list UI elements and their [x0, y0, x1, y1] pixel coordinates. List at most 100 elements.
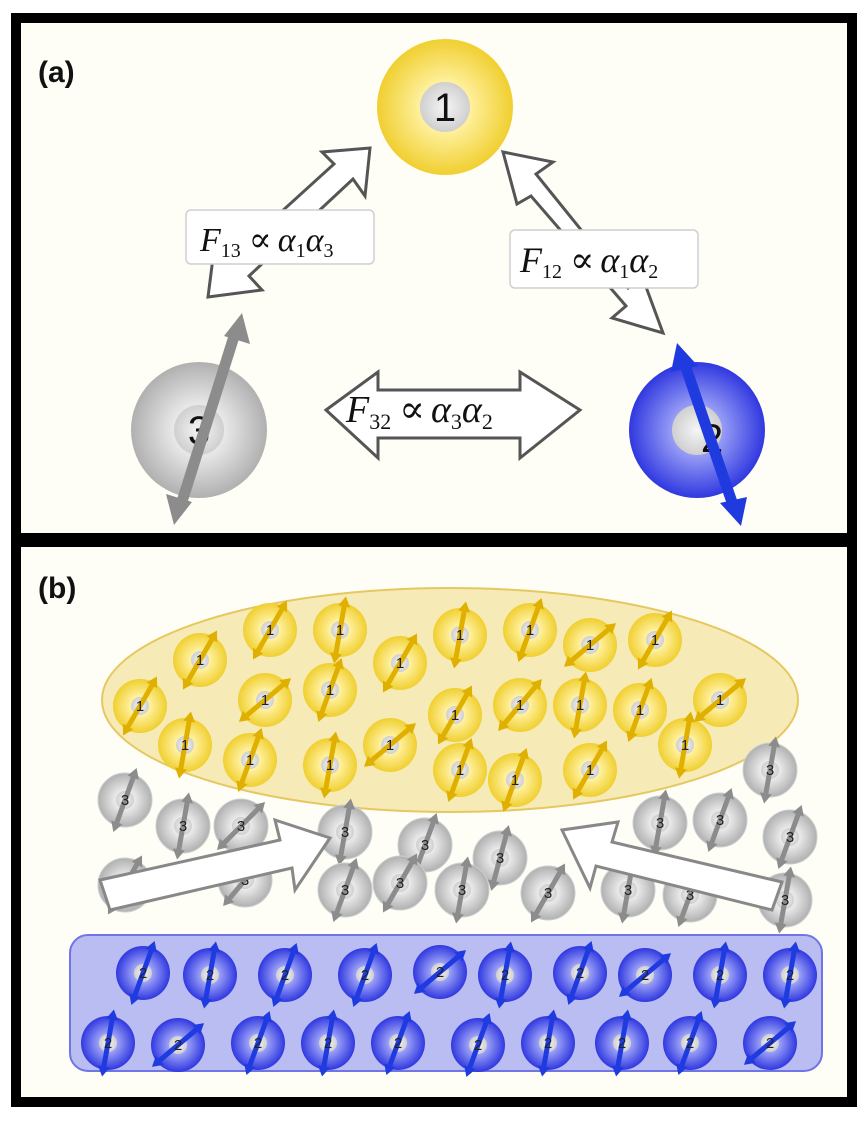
yellow-particle: 1 — [158, 711, 212, 779]
blue-particle: 2 — [595, 1009, 649, 1077]
yellow-particle: 1 — [363, 718, 417, 772]
f32-equation: F32∝α3α2 — [345, 389, 493, 434]
yellow-particle: 1 — [563, 618, 617, 672]
blue-particle-label: 2 — [641, 967, 649, 984]
yellow-particle-label: 1 — [386, 737, 394, 754]
gray-particle-label: 3 — [396, 875, 404, 892]
yellow-particle-label: 1 — [196, 652, 204, 669]
gray-particle-label: 3 — [716, 812, 724, 829]
gray-particle-label: 3 — [496, 850, 504, 867]
f13-label-box — [185, 209, 375, 265]
gray-particle-label: 3 — [458, 882, 466, 899]
yellow-particle: 1 — [493, 678, 547, 732]
blue-particle-label: 2 — [394, 1035, 402, 1052]
blue-particle-label: 2 — [324, 1035, 332, 1052]
gray-particle: 3 — [632, 789, 688, 857]
blue-particle-label: 2 — [786, 967, 794, 984]
blue-particle: 2 — [151, 1018, 205, 1072]
yellow-particle: 1 — [243, 600, 297, 660]
panel-b-label: (b) — [38, 572, 76, 605]
f12-label-box — [509, 229, 699, 289]
particle-3: 3 — [131, 313, 267, 525]
gray-particle-label: 3 — [766, 762, 774, 779]
gray-particle: 3 — [97, 768, 153, 832]
yellow-particle: 1 — [628, 610, 682, 670]
blue-particle-label: 2 — [716, 967, 724, 984]
blue-particle: 2 — [618, 948, 672, 1002]
gray-particle: 3 — [472, 825, 528, 891]
gray-particle-label: 3 — [421, 837, 429, 854]
yellow-particle-label: 1 — [326, 682, 334, 699]
yellow-particle-label: 1 — [396, 655, 404, 672]
blue-particle-label: 2 — [544, 1035, 552, 1052]
blue-particle: 2 — [743, 1016, 797, 1070]
double-arrow-f32 — [323, 369, 583, 462]
yellow-particle-label: 1 — [526, 622, 534, 639]
yellow-particle-label: 1 — [266, 622, 274, 639]
blue-particle: 2 — [478, 941, 532, 1009]
gray-particle: 3 — [692, 788, 748, 852]
inflow-arrow-left — [98, 817, 333, 912]
blue-particle-label: 2 — [766, 1035, 774, 1052]
yellow-particle: 1 — [303, 731, 357, 799]
yellow-particle-label: 1 — [456, 762, 464, 779]
yellow-particle-label: 1 — [636, 702, 644, 719]
blue-particle-label: 2 — [501, 967, 509, 984]
yellow-particle-label: 1 — [456, 627, 464, 644]
gray-particle-label: 3 — [341, 824, 349, 841]
yellow-particle: 1 — [563, 740, 617, 800]
blue-particle: 2 — [521, 1009, 575, 1077]
blue-particle: 2 — [553, 941, 607, 1005]
yellow-particle: 1 — [613, 678, 667, 742]
gray-particle-label: 3 — [786, 829, 794, 846]
blue-particle-label: 2 — [361, 967, 369, 984]
blue-particle: 2 — [301, 1009, 355, 1077]
gray-particle-label: 3 — [544, 885, 552, 902]
blue-particle: 2 — [258, 943, 312, 1007]
yellow-particle-label: 1 — [586, 637, 594, 654]
yellow-particle-label: 1 — [651, 632, 659, 649]
yellow-particle-label: 1 — [261, 692, 269, 709]
blue-particle-label: 2 — [104, 1035, 112, 1052]
yellow-particle: 1 — [238, 673, 292, 727]
yellow-particle: 1 — [503, 598, 557, 662]
blue-particle: 2 — [116, 941, 170, 1005]
yellow-particle-label: 1 — [326, 757, 334, 774]
gray-particle-label: 3 — [686, 887, 694, 904]
yellow-particle-label: 1 — [716, 692, 724, 709]
blue-particle: 2 — [81, 1009, 135, 1077]
yellow-particle: 1 — [658, 711, 712, 779]
panel-b: (b) 3333333333333333333 1111111111111111… — [11, 537, 857, 1107]
gray-particle: 3 — [317, 798, 373, 866]
yellow-particle-label: 1 — [511, 772, 519, 789]
gray-particle: 3 — [434, 856, 490, 924]
gray-particle: 3 — [317, 858, 373, 922]
blue-particle-label: 2 — [281, 967, 289, 984]
yellow-particle: 1 — [303, 658, 357, 722]
blue-particle-label: 2 — [436, 964, 444, 981]
gray-particle: 3 — [155, 792, 211, 860]
yellow-particle: 1 — [313, 596, 367, 664]
blue-particle: 2 — [693, 941, 747, 1009]
gray-particle-label: 3 — [237, 818, 245, 835]
blue-particle-label: 2 — [174, 1037, 182, 1054]
yellow-particle-label: 1 — [246, 752, 254, 769]
gray-particle-label: 3 — [656, 815, 664, 832]
f12-equation: F12∝α1α2 — [519, 240, 658, 283]
blue-particle: 2 — [338, 943, 392, 1007]
yellow-particle: 1 — [373, 633, 427, 693]
gray-particle-label: 3 — [241, 872, 249, 889]
gray-particle: 3 — [762, 805, 818, 869]
blue-particle-label: 2 — [618, 1035, 626, 1052]
blue-particle-label: 2 — [139, 965, 147, 982]
particle-2: 2 — [629, 343, 765, 526]
blue-particle: 2 — [371, 1011, 425, 1075]
gray-particle-label: 3 — [624, 882, 632, 899]
yellow-particle-label: 1 — [136, 698, 144, 715]
yellow-particle: 1 — [223, 728, 277, 792]
yellow-particle: 1 — [173, 630, 227, 690]
yellow-particle-label: 1 — [336, 622, 344, 639]
yellow-particle: 1 — [433, 601, 487, 669]
